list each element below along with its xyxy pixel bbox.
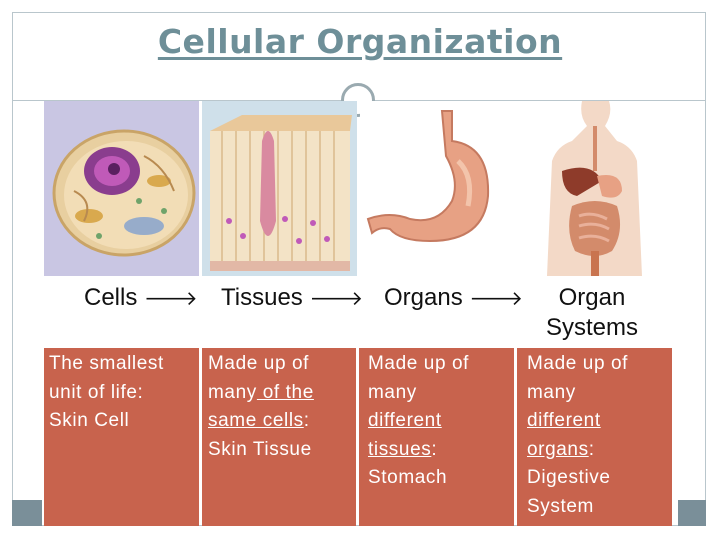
desc-word: many — [208, 381, 257, 403]
arrow-right-icon: 🡒 — [309, 286, 364, 310]
desc-line: Stomach — [368, 467, 448, 488]
desc-line: Made up of — [368, 353, 470, 374]
desc-word: : — [303, 410, 310, 431]
description-systems: Made up of many different organs: Digest… — [527, 350, 628, 521]
desc-line: tissues: — [368, 436, 469, 465]
footer-bar-left — [12, 500, 42, 526]
illustration-strip — [44, 101, 672, 276]
desc-line: organs: — [527, 436, 628, 465]
label-organ-text: Organ — [558, 284, 626, 311]
desc-line: many — [368, 381, 417, 403]
desc-line: System — [527, 495, 594, 517]
desc-word-underlined: same cells — [208, 410, 304, 431]
desc-word-underlined: tissues — [368, 438, 432, 460]
desc-line: Digestive — [527, 467, 611, 488]
footer-bar-right — [678, 500, 706, 526]
label-systems-text: Systems — [545, 314, 638, 341]
description-cells: The smallest unit of life: Skin Cell — [49, 350, 164, 436]
desc-line: Skin Tissue — [208, 438, 312, 460]
desc-line: Made up of — [527, 353, 629, 374]
arrow-right-icon: 🡒 — [469, 286, 524, 310]
label-organs: Organs 🡒 — [384, 284, 523, 312]
desc-line: same cells: — [208, 407, 314, 436]
description-box-cells — [44, 348, 199, 526]
stomach-illustration-icon — [360, 101, 514, 276]
description-box-organs — [359, 348, 514, 526]
desc-word-underlined: of the — [256, 381, 314, 403]
desc-line: unit of life: — [49, 381, 144, 403]
label-tissues: Tissues 🡒 — [221, 284, 363, 312]
tissue-illustration-icon — [202, 101, 357, 276]
label-cells-text: Cells — [84, 284, 138, 311]
description-tissues: Made up of many of the same cells: Skin … — [208, 350, 314, 464]
desc-line: many of the — [208, 379, 314, 408]
cell-illustration-icon — [44, 101, 199, 276]
digestive-system-illustration-icon — [517, 101, 672, 276]
desc-line: different — [368, 410, 442, 431]
desc-word: : — [588, 438, 595, 460]
label-organ-systems: Organ Systems — [530, 284, 654, 342]
label-organs-text: Organs — [384, 284, 463, 311]
slide-title: Cellular Organization — [157, 22, 563, 61]
description-box-tissues — [202, 348, 356, 526]
desc-word: : — [431, 438, 438, 460]
desc-word-underlined: organs — [527, 438, 589, 460]
desc-line: many — [527, 381, 576, 403]
label-tissues-text: Tissues — [221, 284, 303, 311]
arrow-right-icon: 🡒 — [144, 286, 198, 310]
label-cells: Cells 🡒 — [84, 284, 198, 312]
desc-line: different — [527, 410, 601, 431]
desc-line: The smallest — [49, 353, 164, 374]
desc-line: Made up of — [208, 353, 310, 374]
desc-line: Skin Cell — [49, 410, 130, 431]
description-organs: Made up of many different tissues: Stoma… — [368, 350, 469, 493]
description-box-systems — [517, 348, 672, 526]
